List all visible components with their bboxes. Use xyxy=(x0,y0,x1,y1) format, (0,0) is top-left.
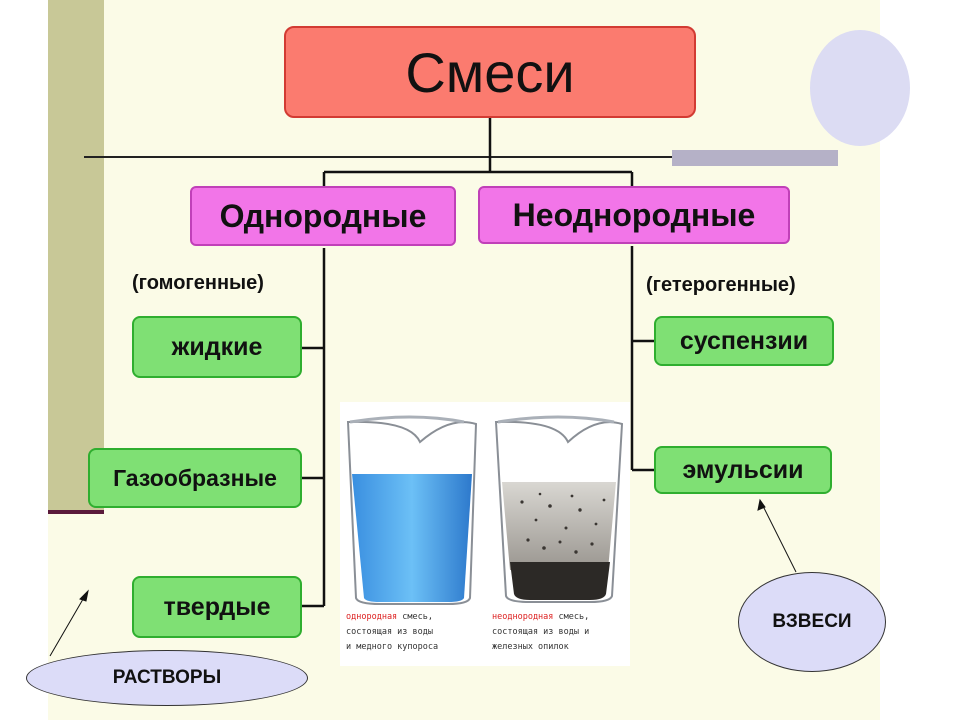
heterogeneous-box: Неоднородные xyxy=(478,186,790,244)
right-beaker xyxy=(494,415,624,603)
solutions-oval: РАСТВОРЫ xyxy=(26,650,308,706)
side-decoration-bar xyxy=(48,0,104,512)
decoration-circle xyxy=(810,30,910,146)
beakers-illustration xyxy=(346,415,624,605)
left-caption-highlight: однородная xyxy=(346,612,398,622)
gaseous-box: Газообразные xyxy=(88,448,302,508)
solid-box: твердые xyxy=(132,576,302,638)
emulsion-box: эмульсии xyxy=(654,446,832,494)
side-decoration-line xyxy=(48,510,104,514)
suspensions-arrowhead xyxy=(757,498,766,511)
left-caption-text: смесь, состоящая из воды и медного купор… xyxy=(346,612,439,652)
liquid-box: жидкие xyxy=(132,316,302,378)
mixtures-title: Смеси xyxy=(284,26,696,118)
horizontal-divider xyxy=(84,156,838,158)
left-beaker xyxy=(346,415,478,605)
left-beaker-caption: однородная смесь, состоящая из воды и ме… xyxy=(346,610,494,655)
suspensions-oval: ВЗВЕСИ xyxy=(738,572,886,672)
homogeneous-box: Однородные xyxy=(190,186,456,246)
homogeneous-note: (гомогенные) xyxy=(132,272,264,294)
heterogeneous-note: (гетерогенные) xyxy=(646,274,796,296)
suspensions-arrow-line xyxy=(761,503,797,573)
beakers-photo xyxy=(340,402,630,666)
suspension-box: суспензии xyxy=(654,316,834,366)
divider-accent xyxy=(672,150,838,166)
right-beaker-caption: неоднородная смесь, состоящая из воды и … xyxy=(492,610,640,655)
solutions-arrow-line xyxy=(49,593,87,657)
right-caption-text: смесь, состоящая из воды и железных опил… xyxy=(492,612,590,652)
solutions-arrowhead xyxy=(79,589,89,602)
right-caption-highlight: неоднородная xyxy=(492,612,554,622)
